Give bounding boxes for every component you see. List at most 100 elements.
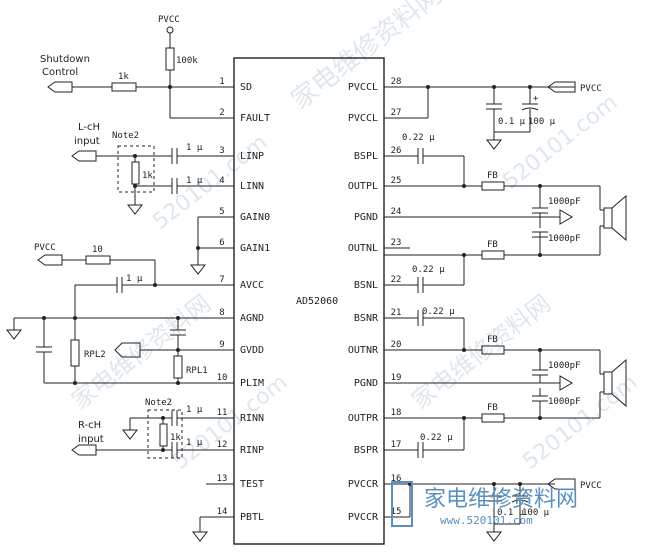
pin-name: RINP bbox=[240, 445, 264, 456]
note2-dashed-box-bottom bbox=[147, 409, 183, 459]
fb-outnl-label: FB bbox=[487, 240, 498, 250]
fb-outnr-label: FB bbox=[487, 335, 498, 345]
cap-bsnl-label: 0.22 μ bbox=[412, 265, 445, 275]
pin-name: AGND bbox=[240, 313, 264, 324]
cap-linp-label: 1 μ bbox=[186, 143, 203, 153]
pin-number: 8 bbox=[219, 308, 224, 318]
gain-circuit bbox=[189, 216, 234, 275]
pin-name: OUTNR bbox=[348, 345, 379, 356]
rch-label-1: R-cH bbox=[78, 420, 101, 431]
lch-label-2: input bbox=[74, 136, 100, 147]
speaker-right-cone bbox=[611, 358, 627, 408]
resistor-1k-sd bbox=[111, 82, 137, 92]
rpl1-label: RPL1 bbox=[186, 366, 208, 376]
right-pin-list: 28PVCCL27PVCCL26BSPL25OUTPL24PGND23OUTNL… bbox=[348, 77, 410, 523]
cap-1000p-4-label: 1000pF bbox=[548, 397, 581, 407]
cap-bspr-label: 0.22 μ bbox=[420, 433, 453, 443]
pin-name: OUTNL bbox=[348, 243, 378, 254]
pvcc-terminal bbox=[166, 26, 174, 34]
pin-name: LINP bbox=[240, 151, 264, 162]
ferrite-bead-outpl bbox=[481, 181, 505, 191]
pin-number: 25 bbox=[391, 176, 402, 186]
pvcc-avcc-connector bbox=[37, 254, 63, 266]
watermark-url-3: 520101.com bbox=[168, 370, 292, 475]
ground-symbol bbox=[485, 139, 503, 150]
agnd-circuit: RPL2 RPL1 bbox=[5, 316, 234, 385]
svg-text:+: + bbox=[533, 94, 539, 104]
watermark-url-2: 520101.com bbox=[498, 90, 622, 195]
pin-number: 11 bbox=[217, 408, 228, 418]
pin-number: 3 bbox=[219, 146, 224, 156]
cap-1000p-1-label: 1000pF bbox=[548, 197, 581, 207]
cap-100u-top-label: 100 μ bbox=[528, 117, 556, 127]
pin-number: 27 bbox=[391, 108, 402, 118]
pin-number: 13 bbox=[217, 474, 228, 484]
cap-01u-bottom-label: 0.1 μ bbox=[497, 508, 525, 518]
pvcc-right-top-label: PVCC bbox=[580, 84, 602, 94]
resistor-1k-sd-label: 1k bbox=[118, 72, 129, 82]
pin-name: PGND bbox=[354, 212, 378, 223]
ground-symbol bbox=[126, 204, 144, 215]
right-output-stage: 0.22 μ FB 1000pF 1000pF FB bbox=[384, 307, 627, 458]
ground-symbol bbox=[121, 429, 139, 440]
pin-number: 1 bbox=[219, 77, 224, 87]
pin-name: BSNL bbox=[354, 280, 378, 291]
rpl2-label: RPL2 bbox=[84, 350, 106, 360]
pin-number: 5 bbox=[219, 207, 224, 217]
ferrite-bead-outpr bbox=[481, 413, 505, 423]
note2-bottom-label: Note2 bbox=[145, 398, 172, 408]
ground-symbol bbox=[485, 531, 503, 542]
right-channel-input: Note2 R-cH input 1 μ 1k 1 μ bbox=[71, 398, 234, 459]
fb-outpl-label: FB bbox=[487, 171, 498, 181]
pin-name: GVDD bbox=[240, 345, 264, 356]
left-output-stage: 0.22 μ FB 1000pF 1000pF FB bbox=[384, 133, 627, 293]
pin-number: 12 bbox=[217, 440, 228, 450]
fb-outpr-label: FB bbox=[487, 403, 498, 413]
cap-rinp-label: 1 μ bbox=[186, 438, 203, 448]
pin-name: BSNR bbox=[354, 313, 379, 324]
logo-url-text: www.520101.com bbox=[440, 514, 533, 527]
pvcc-right-top-connector bbox=[547, 81, 576, 93]
cap-bspl-label: 0.22 μ bbox=[402, 133, 435, 143]
avcc-circuit: PVCC 10 1 μ bbox=[34, 243, 234, 318]
cap-1000p-2-label: 1000pF bbox=[548, 234, 581, 244]
ground-symbol-side bbox=[559, 375, 573, 391]
site-logo: 家电维修资料网 www.520101.com bbox=[391, 481, 578, 527]
ic-body bbox=[233, 57, 385, 545]
pin-name: SD bbox=[240, 82, 252, 93]
pvcc-right-bottom-connector bbox=[547, 478, 576, 490]
pin-number: 2 bbox=[219, 108, 224, 118]
note2-top-label: Note2 bbox=[112, 131, 139, 141]
shutdown-label-1: Shutdown bbox=[40, 54, 90, 65]
speaker-left-cone bbox=[611, 194, 627, 242]
pin-name: RINN bbox=[240, 413, 264, 424]
pin-name: BSPL bbox=[354, 151, 378, 162]
cap-rinn-label: 1 μ bbox=[186, 405, 203, 415]
pin-name: LINN bbox=[240, 181, 264, 192]
pin-name: PVCCR bbox=[348, 512, 379, 523]
pvcc-left-supply: PVCC + 0.1 μ 100 μ bbox=[384, 81, 602, 150]
pin-number: 14 bbox=[217, 507, 228, 517]
pvcc-right-bottom-label: PVCC bbox=[580, 481, 602, 491]
pin-name: PVCCL bbox=[348, 113, 378, 124]
pin-number: 17 bbox=[391, 440, 402, 450]
pbtl-ground bbox=[191, 516, 234, 542]
resistor-1k-l-label: 1k bbox=[142, 171, 153, 181]
pin-name: PVCCL bbox=[348, 82, 378, 93]
pin-name: GAIN1 bbox=[240, 243, 270, 254]
